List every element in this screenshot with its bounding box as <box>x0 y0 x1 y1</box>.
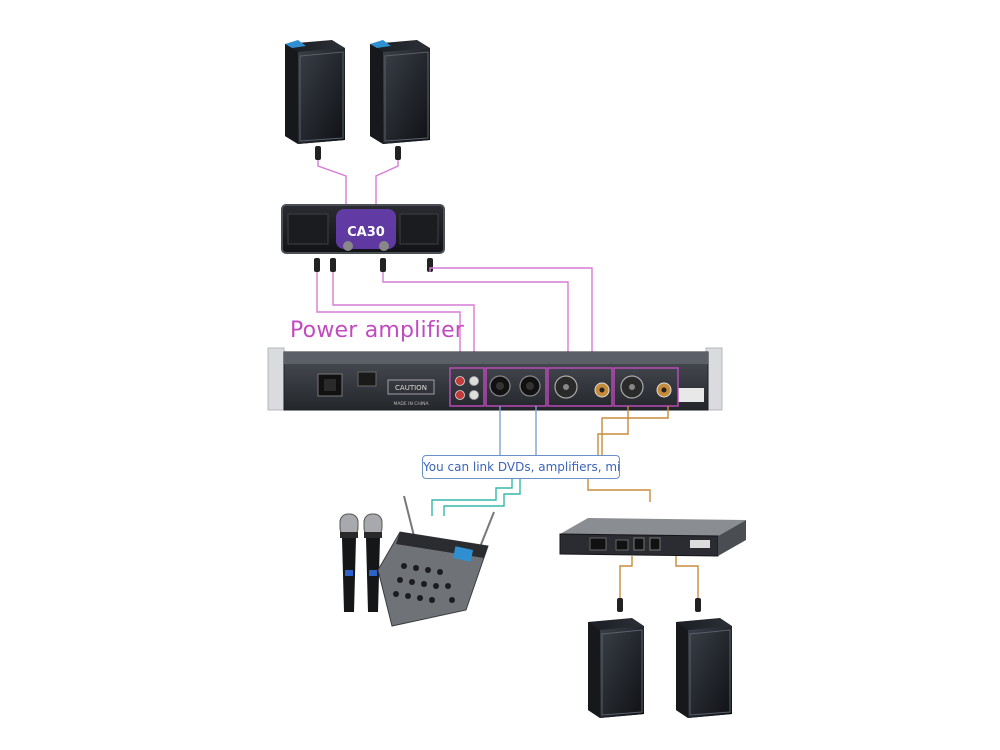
speaker-cables-top <box>317 150 399 206</box>
power-amplifier-label: Power amplifier <box>290 318 465 343</box>
wireless-microphone-left <box>339 513 359 612</box>
power-amp-brand-label: CA30 <box>347 225 385 240</box>
top-speaker-right <box>370 40 430 144</box>
audio-mixer <box>377 495 495 627</box>
mixer-cables <box>431 477 521 516</box>
processor-output-cables <box>587 406 669 502</box>
caution-label: CAUTION <box>395 384 427 392</box>
speakon-plugs-top <box>315 146 401 160</box>
bottom-speaker-left <box>588 618 644 718</box>
power-amplifier-unit: CA30 <box>281 204 445 254</box>
amp-input-plugs <box>314 258 433 272</box>
bottom-speaker-right <box>676 618 732 718</box>
amp-to-processor-cables <box>316 267 593 368</box>
processor-input-cables <box>499 406 537 456</box>
rack-power-amplifier <box>559 518 746 557</box>
speakon-plugs-bottom <box>617 598 701 612</box>
wireless-microphone-right <box>363 513 383 612</box>
port-highlight-boxes <box>449 367 679 407</box>
top-speaker-left <box>285 40 345 144</box>
audio-processor-rear-panel: CAUTION MADE IN CHINA <box>267 347 723 411</box>
speaker-cables-bottom <box>619 556 699 602</box>
link-note-label: You can link DVDs, amplifiers, mixers, <box>422 455 620 479</box>
made-in-label: MADE IN CHINA <box>393 401 429 407</box>
